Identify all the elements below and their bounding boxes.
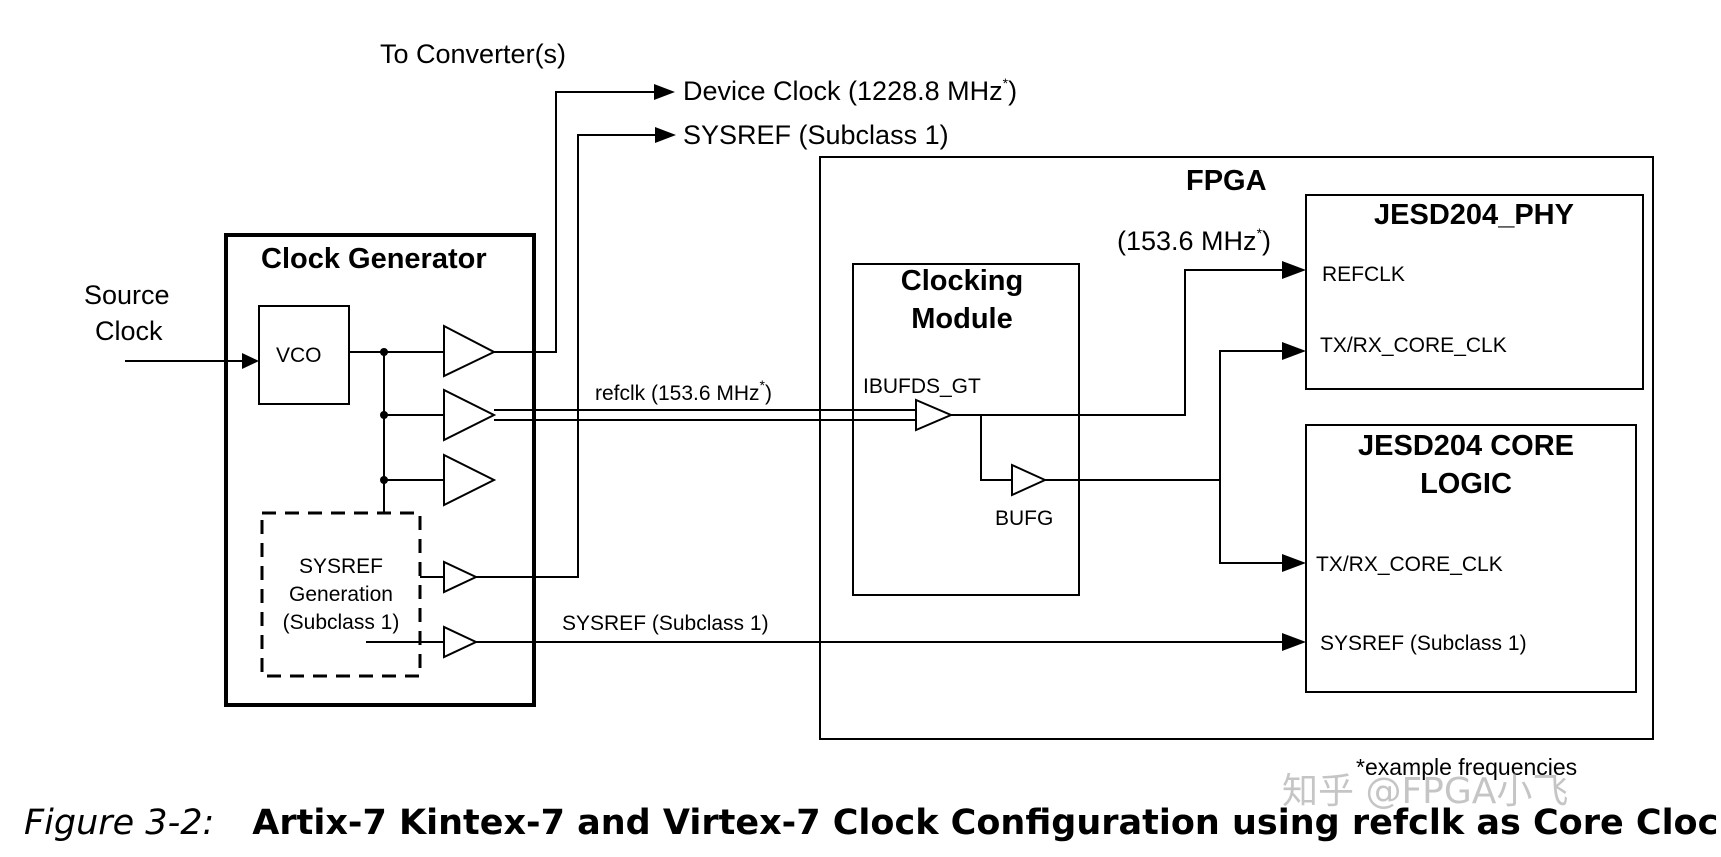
- figure-caption: Figure 3-2: Artix-7 Kintex-7 and Virtex-7…: [24, 800, 1721, 846]
- clocking-module-title-1: Clocking: [901, 265, 1023, 297]
- source-clock-label-1: Source: [84, 280, 170, 310]
- sysref-gen-label-1: SYSREF: [299, 555, 383, 578]
- device-clock-arrow: [654, 84, 675, 100]
- bufg-buffer: [1011, 463, 1048, 497]
- sysref-converter-wire: [476, 134, 658, 578]
- jesd204-phy-box: [1305, 194, 1644, 390]
- watermark: 知乎 @FPGA小飞: [1282, 771, 1569, 812]
- vco-box: [258, 305, 350, 405]
- source-clock-label-2: Clock: [95, 316, 163, 346]
- sysref-gen-label-2: Generation: [289, 583, 393, 606]
- clock-generator-title: Clock Generator: [261, 243, 487, 275]
- junction-dot-2: [380, 411, 388, 419]
- jesd204-core-title-1: JESD204 CORE: [1358, 430, 1574, 462]
- fpga-box: [819, 156, 1654, 740]
- clocking-module-title-2: Module: [911, 303, 1013, 335]
- txrx-core-clk-core-label: TX/RX_CORE_CLK: [1316, 553, 1503, 576]
- jesd204-core-title-2: LOGIC: [1420, 468, 1512, 500]
- ibufds-to-refclk-wire: [951, 269, 1284, 416]
- buffer-sysref-converter: [443, 560, 479, 594]
- device-clock-wire: [494, 91, 658, 353]
- buffer-sysref-core: [443, 625, 479, 659]
- core-logic-clk-arrow: [1282, 554, 1306, 572]
- sysref-wire-label: SYSREF (Subclass 1): [562, 612, 769, 635]
- sysref-converter-arrow: [655, 127, 676, 143]
- sysref-port-label: SYSREF (Subclass 1): [1320, 632, 1527, 655]
- buffer-spare: [443, 453, 497, 507]
- to-converters-label: To Converter(s): [380, 39, 566, 69]
- fpga-title: FPGA: [1186, 165, 1267, 197]
- sysref-gen-label-3: (Subclass 1): [283, 611, 400, 634]
- phy-core-clk-arrow: [1282, 342, 1306, 360]
- refclk-frequency-label: (153.6 MHz*): [1117, 225, 1271, 256]
- ibufds-gt-buffer: [915, 398, 954, 432]
- buffer-device-clock: [443, 324, 497, 378]
- refclk-port-arrow: [1282, 261, 1306, 279]
- device-clock-label: Device Clock (1228.8 MHz*): [683, 75, 1017, 106]
- txrx-core-clk-phy-label: TX/RX_CORE_CLK: [1320, 334, 1507, 357]
- core-clk-branch-core: [1219, 480, 1284, 564]
- refclk-port-label: REFCLK: [1322, 263, 1405, 286]
- core-clk-branch-phy: [1219, 350, 1284, 480]
- bufg-label: BUFG: [995, 507, 1053, 530]
- sysref-top-label: SYSREF (Subclass 1): [683, 120, 949, 150]
- clocking-module-box: [852, 263, 1080, 596]
- sysref-generation-box: [260, 511, 422, 678]
- footnote-label: *example frequencies: [1356, 754, 1577, 780]
- jesd204-phy-title: JESD204_PHY: [1374, 199, 1574, 231]
- vco-label: VCO: [276, 344, 322, 367]
- figure-title: Artix-7 Kintex-7 and Virtex-7 Clock Conf…: [252, 803, 1721, 843]
- refclk-wire-label: refclk (153.6 MHz*): [595, 377, 772, 405]
- jesd204-core-logic-box: [1305, 424, 1637, 693]
- junction-dot-3: [380, 476, 388, 484]
- junction-dot-1: [380, 348, 388, 356]
- clock-generator-box: [224, 233, 536, 707]
- ibufds-gt-label: IBUFDS_GT: [863, 375, 981, 398]
- buffer-refclk: [443, 388, 497, 442]
- sysref-port-arrow: [1282, 633, 1306, 651]
- source-clock-arrow: [242, 353, 259, 369]
- ibufds-to-bufg-wire: [980, 415, 1012, 481]
- figure-number: Figure 3-2:: [24, 803, 215, 843]
